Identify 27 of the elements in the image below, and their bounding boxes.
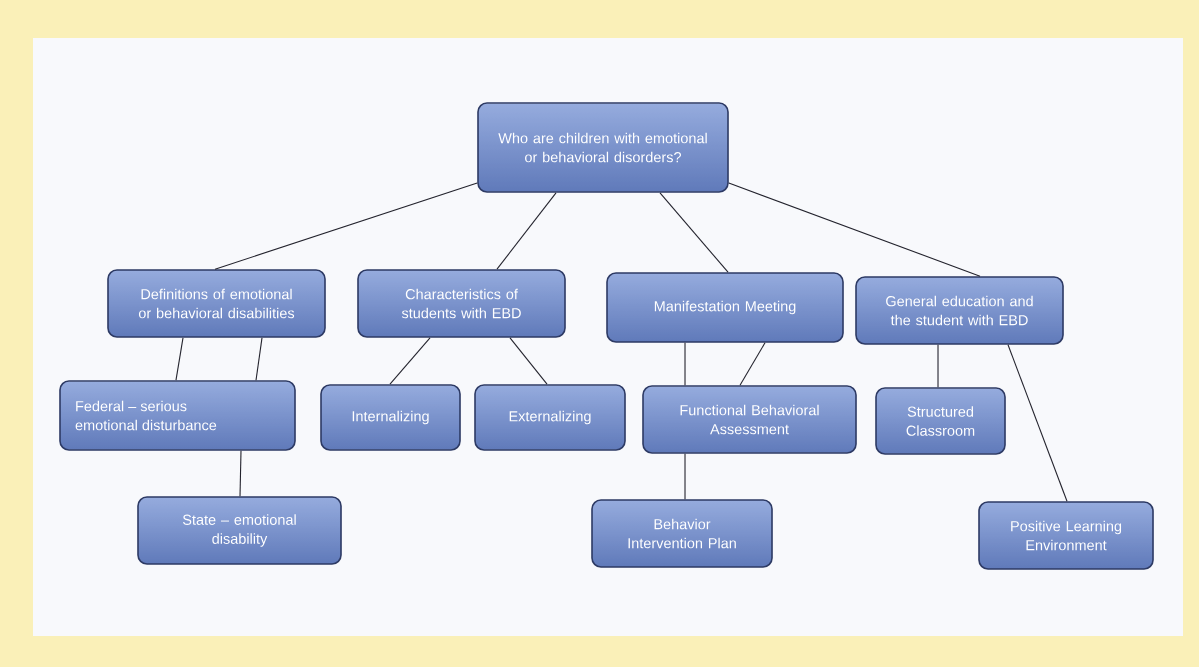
topic-box: Functional Behavioral Assessment [642, 385, 857, 454]
topic-box: Internalizing [320, 384, 461, 451]
connector-line [684, 453, 686, 500]
connector-line [214, 182, 478, 270]
connector-line [659, 192, 729, 273]
topic-box: State – emotional disability [137, 496, 342, 565]
connector-line [937, 344, 939, 388]
topic-box: Behavior Intervention Plan [591, 499, 773, 568]
topic-box: Manifestation Meeting [606, 272, 844, 343]
topic-box: Characteristics of students with EBD [357, 269, 566, 338]
topic-box: Definitions of emotional or behavioral disabilities [107, 269, 326, 338]
topic-box: Externalizing [474, 384, 626, 451]
connector-line [389, 337, 431, 385]
connector-line [175, 337, 184, 381]
connector-line [496, 192, 557, 270]
connector-line [728, 182, 981, 277]
connector-line [239, 450, 242, 497]
connector-line [1007, 344, 1068, 502]
topic-box: General education and the student with EBD [855, 276, 1064, 345]
connector-line [255, 337, 263, 381]
topic-box: Who are children with emotional or behavioral disorders? [477, 102, 729, 193]
connector-line [739, 342, 766, 386]
topic-box: Federal – serious emotional disturbance [59, 380, 296, 451]
topic-box: Positive Learning Environment [978, 501, 1154, 570]
connector-line [684, 342, 686, 386]
connector-line [509, 337, 548, 385]
topic-box: Structured Classroom [875, 387, 1006, 455]
